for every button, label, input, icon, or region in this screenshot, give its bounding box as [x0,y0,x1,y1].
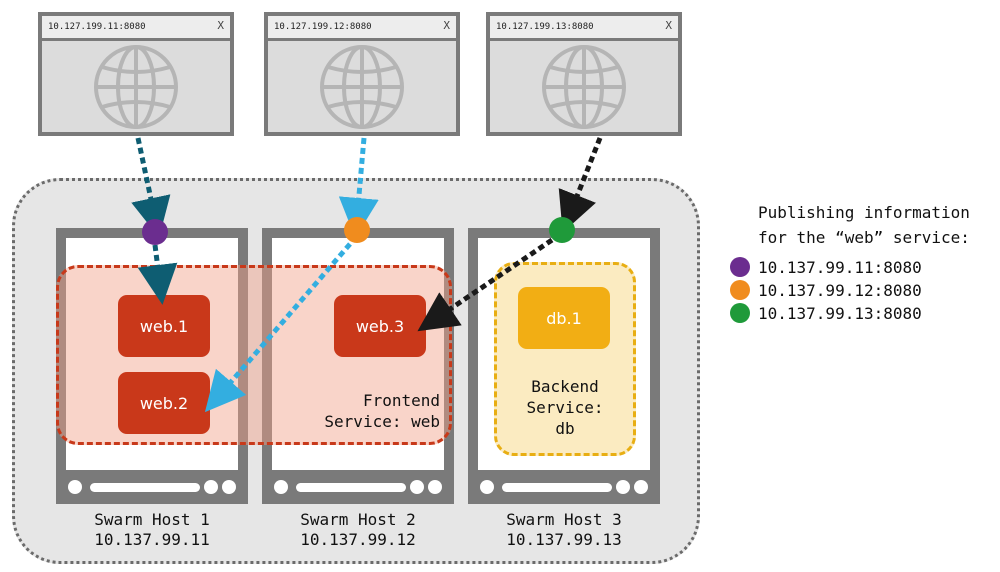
browser-body-1 [42,41,230,132]
globe-icon [542,44,626,129]
address-bar-3[interactable]: 10.127.199.13:8080 X [490,16,678,38]
globe-icon [320,44,404,129]
legend-swatch-1 [730,257,750,277]
browser-window-1: 10.127.199.11:8080 X [38,12,234,136]
address-bar-2[interactable]: 10.127.199.12:8080 X [268,16,456,38]
host-label-3: Swarm Host 3 10.137.99.13 [464,510,664,550]
task-web-3[interactable]: web.3 [334,295,426,357]
globe-icon [94,44,178,129]
legend-title: Publishing information for the “web” ser… [758,200,970,250]
status-dot [616,480,630,494]
legend-swatch-3 [730,303,750,323]
close-icon[interactable]: X [217,19,224,32]
host-ip-2: 10.137.99.12 [300,530,416,549]
status-dot [634,480,648,494]
legend-item-1: 10.137.99.11:8080 [730,257,922,277]
status-dot [222,480,236,494]
arrow-browser3-to-web3 [417,137,603,332]
address-bar-1[interactable]: 10.127.199.11:8080 X [42,16,230,38]
legend-label-1: 10.137.99.11:8080 [758,257,922,277]
host-footer-2 [262,470,454,504]
status-dot [480,480,494,494]
published-port-marker-1 [142,219,168,245]
legend-label-2: 10.137.99.12:8080 [758,280,922,300]
status-dot [410,480,424,494]
legend-label-3: 10.137.99.13:8080 [758,303,922,323]
legend-swatch-2 [730,280,750,300]
host-ip-1: 10.137.99.11 [94,530,210,549]
backend-label-line3: db [555,419,575,438]
host-label-1: Swarm Host 1 10.137.99.11 [52,510,252,550]
host-name-3: Swarm Host 3 [506,510,622,529]
legend-title-line1: Publishing information [758,203,970,222]
arrow-browser2-to-web2 [204,137,379,413]
host-label-2: Swarm Host 2 10.137.99.12 [258,510,458,550]
backend-service-label: Backend Service: db [494,376,636,439]
backend-label-line1: Backend [531,377,599,396]
task-web-1[interactable]: web.1 [118,295,210,357]
task-web-2[interactable]: web.2 [118,372,210,434]
host-ip-3: 10.137.99.13 [506,530,622,549]
browser-window-2: 10.127.199.12:8080 X [264,12,460,136]
published-port-marker-2 [344,217,370,243]
browser-window-3: 10.127.199.13:8080 X [486,12,682,136]
close-icon[interactable]: X [665,19,672,32]
address-text-1: 10.127.199.11:8080 [48,22,146,32]
status-bar [296,483,406,492]
task-db-1[interactable]: db.1 [518,287,610,349]
status-bar [90,483,200,492]
status-dot [204,480,218,494]
address-text-3: 10.127.199.13:8080 [496,22,594,32]
legend-item-2: 10.137.99.12:8080 [730,280,922,300]
frontend-service-label: Frontend Service: web [300,390,440,432]
host-name-2: Swarm Host 2 [300,510,416,529]
published-port-marker-3 [549,217,575,243]
host-footer-3 [468,470,660,504]
status-bar [502,483,612,492]
status-dot [68,480,82,494]
status-dot [274,480,288,494]
backend-label-line2: Service: [526,398,604,417]
browser-body-3 [490,41,678,132]
host-footer-1 [56,470,248,504]
host-name-1: Swarm Host 1 [94,510,210,529]
frontend-label-line2: Service: web [324,412,440,431]
frontend-label-line1: Frontend [362,391,440,410]
arrow-browser1-to-web1 [131,137,178,305]
close-icon[interactable]: X [443,19,450,32]
status-dot [428,480,442,494]
browser-body-2 [268,41,456,132]
legend-title-line2: for the “web” service: [758,228,970,247]
address-text-2: 10.127.199.12:8080 [274,22,372,32]
legend-item-3: 10.137.99.13:8080 [730,303,922,323]
